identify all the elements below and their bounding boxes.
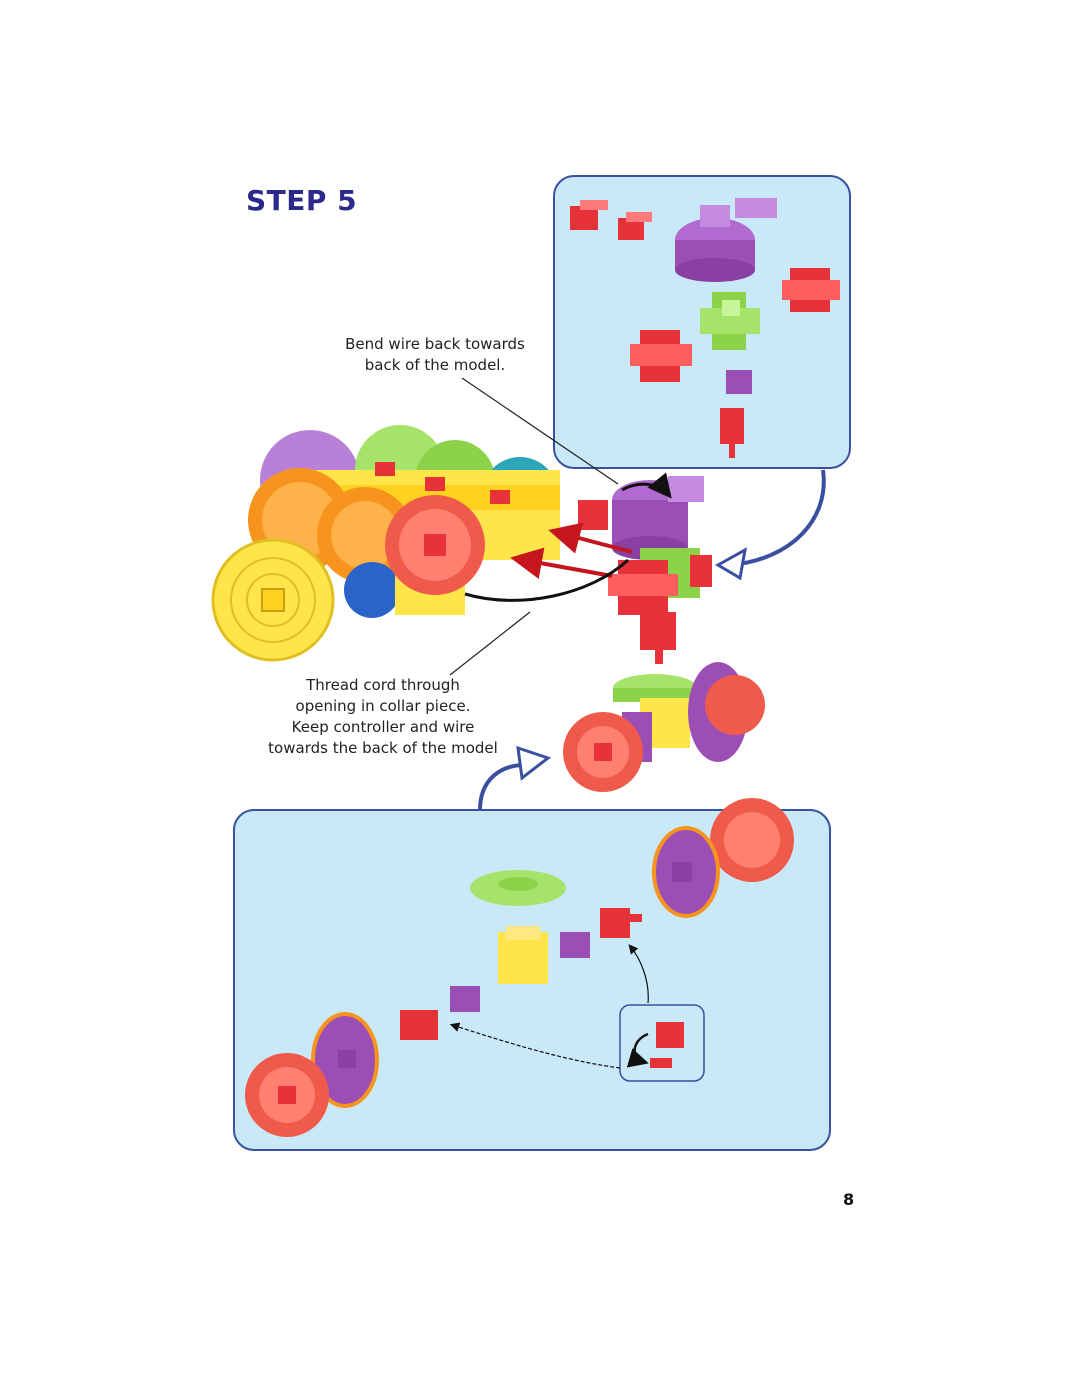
curved-rotate-arrow-icon	[626, 1032, 649, 1068]
panel-pointer-arrow	[478, 763, 526, 811]
callout-thread-cord: Thread cord through opening in collar pi…	[258, 675, 508, 759]
parts-panel-bottom	[233, 798, 831, 1151]
pointer-arrow-icon	[714, 547, 748, 581]
purple-spacer	[726, 370, 752, 394]
red-cross-connector	[782, 268, 840, 312]
callout-line: towards the back of the model	[268, 739, 498, 757]
collar-assembly	[578, 476, 712, 664]
assembly-arrow	[628, 944, 649, 1004]
callout-line: Keep controller and wire	[291, 718, 475, 736]
wire-curve-arrow	[464, 558, 630, 602]
callout-line: Bend wire back towards	[345, 335, 525, 353]
assembly-arrow	[449, 1022, 621, 1069]
step-title: STEP 5	[246, 184, 358, 217]
parts-panel-top	[553, 175, 851, 469]
pointer-arrow-icon	[516, 745, 552, 781]
leader-line-thread	[449, 611, 531, 676]
axle-assembly	[563, 662, 765, 792]
panel-pointer-arrow	[729, 469, 826, 567]
red-cross-connector	[630, 330, 692, 382]
callout-bend-wire: Bend wire back towards back of the model…	[330, 334, 540, 376]
leader-line-bend	[461, 377, 619, 485]
callout-line: opening in collar piece.	[295, 697, 471, 715]
red-axle-piece	[720, 408, 744, 458]
purple-collar-piece	[675, 198, 777, 282]
gear-machine-model	[211, 425, 560, 662]
page-number: 8	[843, 1190, 855, 1209]
green-hub-connector	[700, 292, 760, 350]
red-direction-arrow	[548, 522, 633, 554]
callout-line: Thread cord through	[306, 676, 460, 694]
red-direction-arrow	[510, 547, 613, 580]
detail-inset	[619, 1004, 705, 1082]
red-connector-cube	[570, 200, 608, 230]
callout-line: back of the model.	[364, 356, 506, 374]
red-connector-cube	[618, 212, 652, 240]
wire-bend-arrow	[621, 472, 672, 499]
